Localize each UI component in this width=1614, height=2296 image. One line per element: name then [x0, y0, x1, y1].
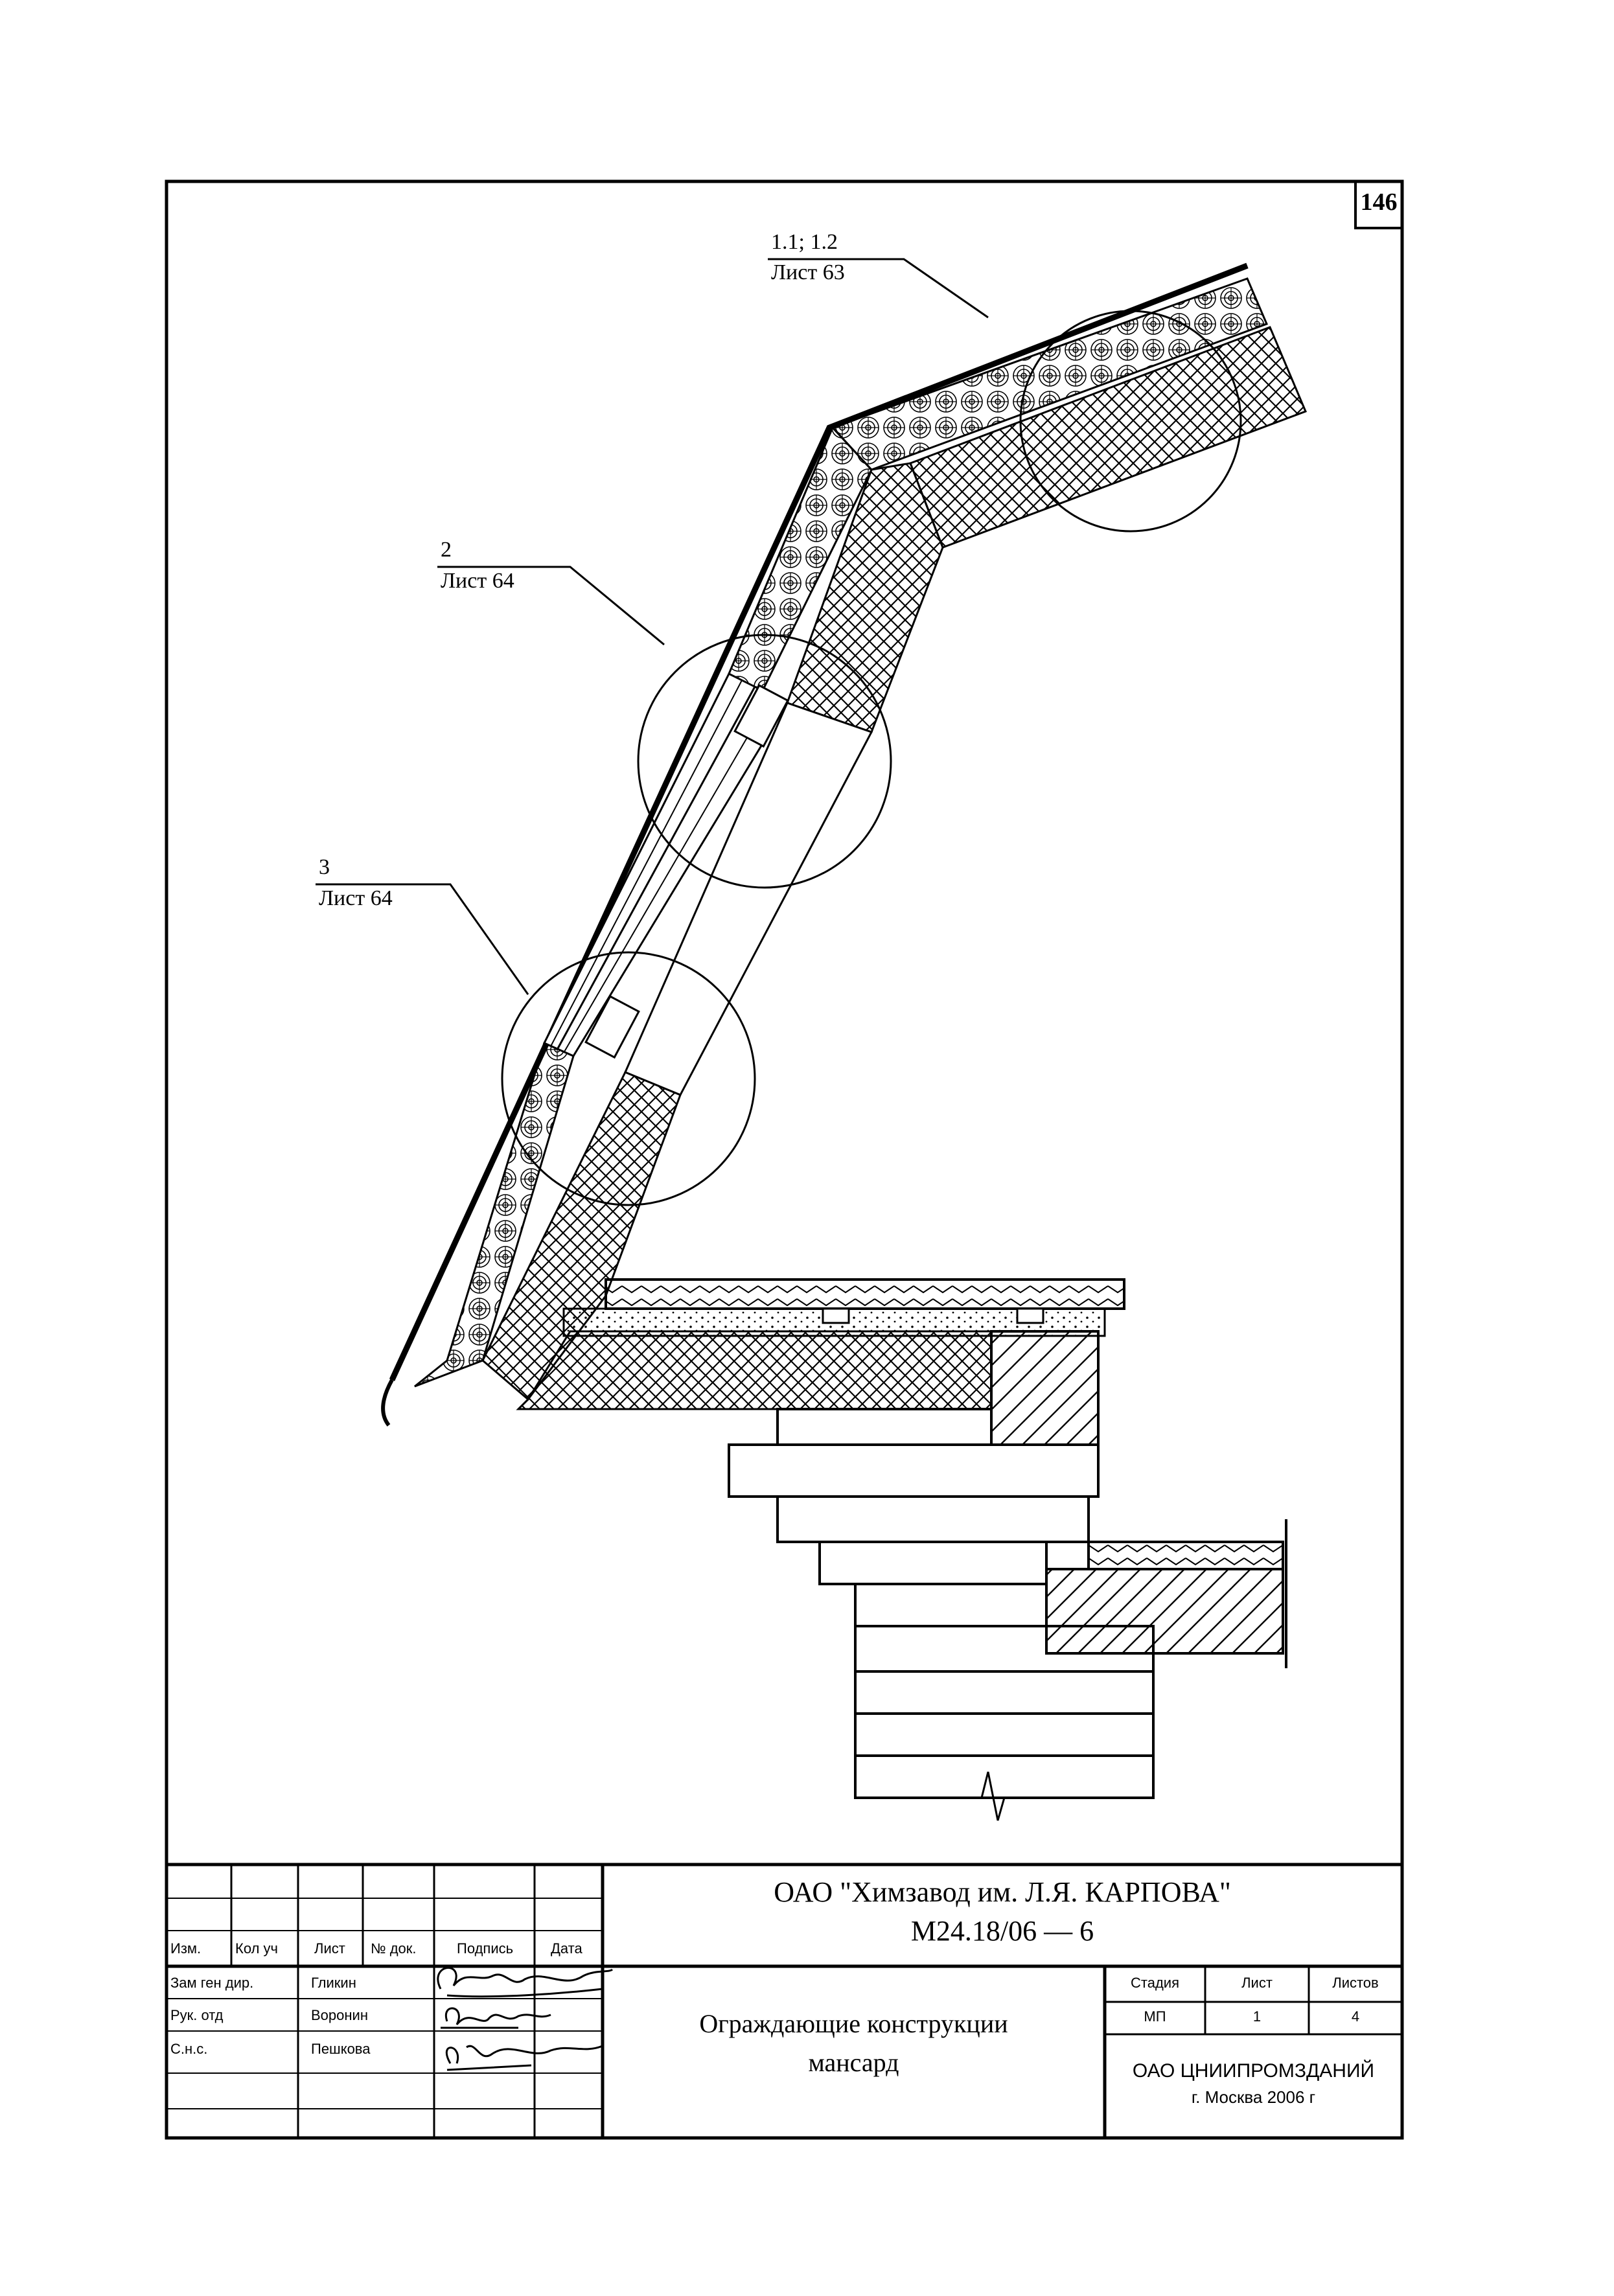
signatures: [437, 1966, 614, 2071]
floor-slab: [562, 1278, 1125, 1337]
callout-1-sheet: Лист 63: [771, 260, 845, 284]
col-date: Дата: [551, 1940, 582, 1957]
drawing-title-line1: Ограждающие конструкции: [699, 2009, 1008, 2038]
sheet-value: 1: [1252, 2008, 1262, 2025]
roof-insulation-layer: [481, 326, 1307, 1410]
callout-2-ref: 2: [441, 538, 452, 562]
callout-3-ref: 3: [319, 855, 330, 879]
stage-value: МП: [1144, 2008, 1166, 2025]
floor-screed: [1087, 1541, 1284, 1570]
signature-peshkova: [445, 2045, 603, 2071]
title-block-grid: [167, 1863, 1402, 2138]
callout-1-ref: 1.1; 1.2: [771, 230, 838, 254]
detail-circle-3: [501, 951, 756, 1206]
company-name: ОАО ЦНИИПРОМЗДАНИЙ: [1132, 2060, 1375, 2082]
sheet-number-box: [1354, 180, 1403, 229]
detail-circle-1: [1019, 310, 1242, 533]
city-year: г. Москва 2006 г: [1191, 2087, 1316, 2107]
cornice-beam: [990, 1330, 1100, 1446]
roof-covering: [389, 262, 1249, 1381]
col-list: Лист: [314, 1940, 345, 1957]
col-signature: Подпись: [457, 1940, 514, 1957]
callout-3-sheet: Лист 64: [319, 886, 393, 910]
organization-title: ОАО "Химзавод им. Л.Я. КАРПОВА": [774, 1876, 1231, 1908]
role-1: Зам ген дир.: [170, 1975, 254, 1991]
eaves-drip-edge: [381, 1379, 394, 1427]
role-2-name: Воронин: [311, 2007, 368, 2023]
callout-leaders: [316, 258, 989, 995]
role-2: Рук. отд: [170, 2007, 224, 2023]
sheets-value: 4: [1351, 2008, 1360, 2025]
roof-batten-layer: [414, 277, 1269, 1388]
roof-window-frame: [542, 672, 873, 1096]
sheet-frame: [165, 179, 1404, 2140]
col-izm: Изм.: [170, 1940, 202, 1957]
break-line: [855, 1771, 1153, 1821]
detail-circle-2: [637, 634, 892, 889]
sheets-header: Листов: [1332, 1975, 1379, 1991]
col-kol-uch: Кол уч: [235, 1940, 278, 1957]
masonry-wall: [728, 1408, 1155, 1799]
callout-2-sheet: Лист 64: [441, 569, 514, 593]
col-doc-no: № док.: [371, 1940, 417, 1957]
role-3-name: Пешкова: [311, 2041, 371, 2057]
drawing-title-line2: мансард: [808, 2048, 899, 2077]
sheet-number: 146: [1360, 189, 1398, 216]
floor-beam: [1045, 1568, 1284, 1655]
sheet-header: Лист: [1241, 1975, 1273, 1991]
role-1-name: Гликин: [311, 1975, 356, 1991]
role-3: С.н.с.: [170, 2041, 208, 2057]
document-code: М24.18/06 — 6: [910, 1915, 1094, 1947]
signature-voronin: [441, 2007, 551, 2029]
stage-header: Стадия: [1131, 1975, 1179, 1991]
signature-glikin: [437, 1966, 614, 1998]
